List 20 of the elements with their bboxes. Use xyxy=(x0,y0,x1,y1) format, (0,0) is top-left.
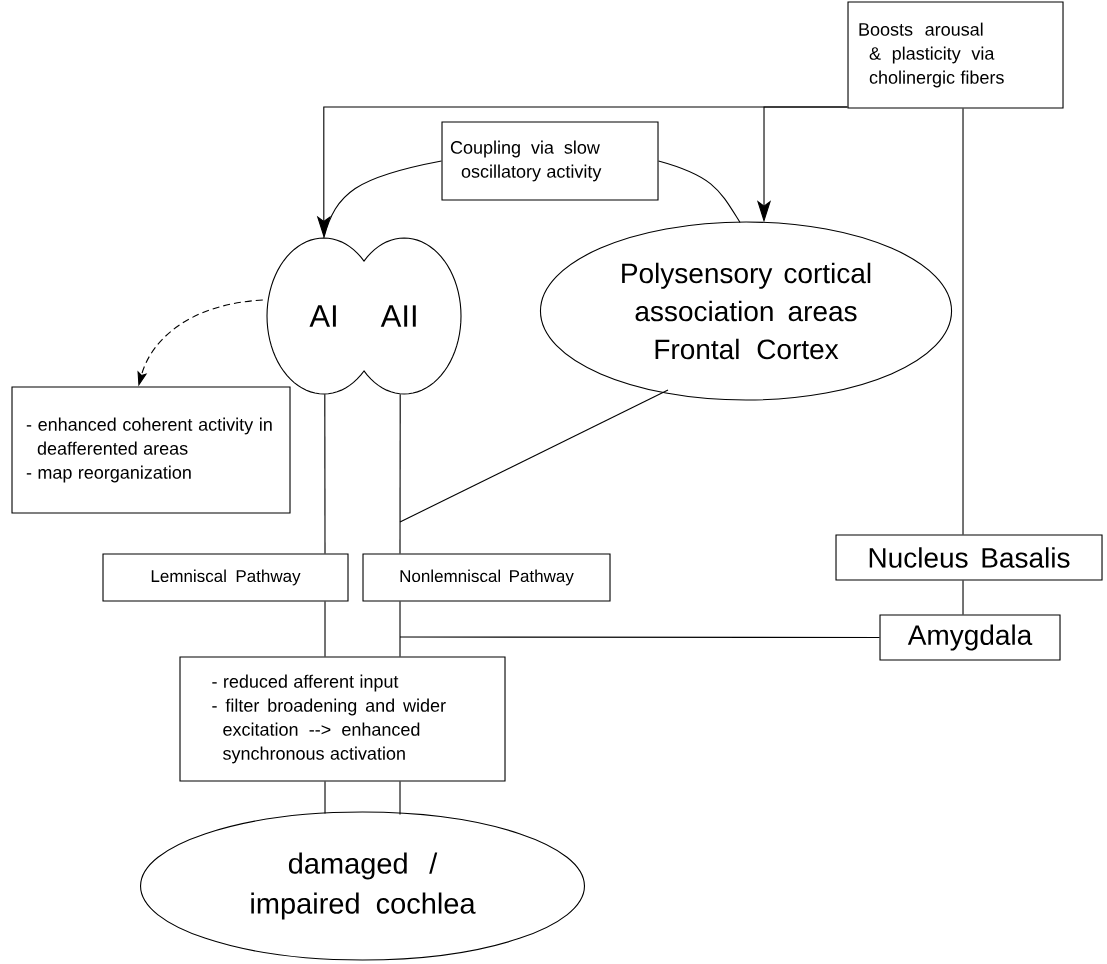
note-box: Boosts arousal & plasticity via cholinergic fibers xyxy=(847,1,1064,109)
connector-line xyxy=(399,636,880,639)
label-box: Coupling via slow oscillatory activity xyxy=(441,121,659,201)
structure-box: Amygdala xyxy=(879,614,1061,661)
structure-box: Nucleus Basalis xyxy=(835,534,1103,581)
connector-line xyxy=(962,580,964,615)
connector-line xyxy=(399,601,401,657)
connector-line xyxy=(399,389,669,523)
connector-line xyxy=(658,160,741,223)
connector-line xyxy=(324,393,326,554)
connector-line xyxy=(324,781,326,814)
note-box: - enhanced coherent activity in deafferented areas - map reorganization xyxy=(11,386,291,514)
connector-line xyxy=(323,160,442,239)
pathway-box: Lemniscal Pathway xyxy=(102,553,349,602)
pathway-box: Nonlemniscal Pathway xyxy=(362,553,611,602)
note-box: - reduced afferent input - filter broadening and wider excitation --> enhanced synchronous activation xyxy=(179,656,506,782)
connector-line xyxy=(324,601,326,657)
connector-line xyxy=(399,393,401,554)
connector-line xyxy=(962,108,964,535)
connector-line xyxy=(399,781,401,815)
